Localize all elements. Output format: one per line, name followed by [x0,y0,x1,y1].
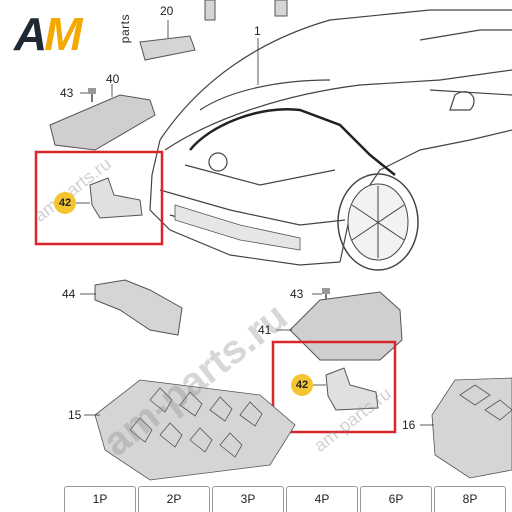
logo-letter-a: A [14,8,47,60]
hood-seal [189,108,396,176]
top-pin [204,0,216,21]
page-tabs: 1P 2P 3P 4P 6P 8P [64,486,508,512]
am-parts-logo: AM parts [14,10,144,58]
part-41-cover [289,291,403,361]
callout-44[interactable]: 44 [62,287,76,301]
callout-43-mid[interactable]: 43 [290,287,304,301]
front-grille [174,204,301,251]
part-20-clip [139,35,196,61]
callout-1[interactable]: 1 [254,24,261,38]
highlight-box-top [34,150,164,246]
highlight-box-bottom [271,340,397,434]
callout-42-bottom[interactable]: 42 [291,374,313,396]
brand-badge [208,152,228,172]
part-40-bracket [49,94,156,151]
callout-40[interactable]: 40 [106,72,120,86]
callout-20[interactable]: 20 [160,4,174,18]
part-15-fuse-box [94,379,296,481]
tab-8p[interactable]: 8P [434,486,506,512]
tab-6p[interactable]: 6P [360,486,432,512]
front-wheel [337,173,419,271]
part-44-channel [94,279,183,336]
logo-letter-m: M [44,8,82,60]
tab-4p[interactable]: 4P [286,486,358,512]
part-16-relay-box [431,377,512,479]
screw-43-mid [312,288,330,302]
callout-43-top[interactable]: 43 [60,86,74,100]
callout-15[interactable]: 15 [68,408,82,422]
part-42-bottom [325,367,379,411]
logo-parts-label: parts [118,14,132,44]
callout-16[interactable]: 16 [402,418,416,432]
part-42-top [89,177,143,219]
callout-42-top[interactable]: 42 [54,192,76,214]
top-pin [274,0,288,17]
callout-41[interactable]: 41 [258,323,272,337]
tab-1p[interactable]: 1P [64,486,136,512]
tab-3p[interactable]: 3P [212,486,284,512]
logo-wordmark: AM [14,8,83,60]
tab-2p[interactable]: 2P [138,486,210,512]
screw-43-top [80,88,96,102]
